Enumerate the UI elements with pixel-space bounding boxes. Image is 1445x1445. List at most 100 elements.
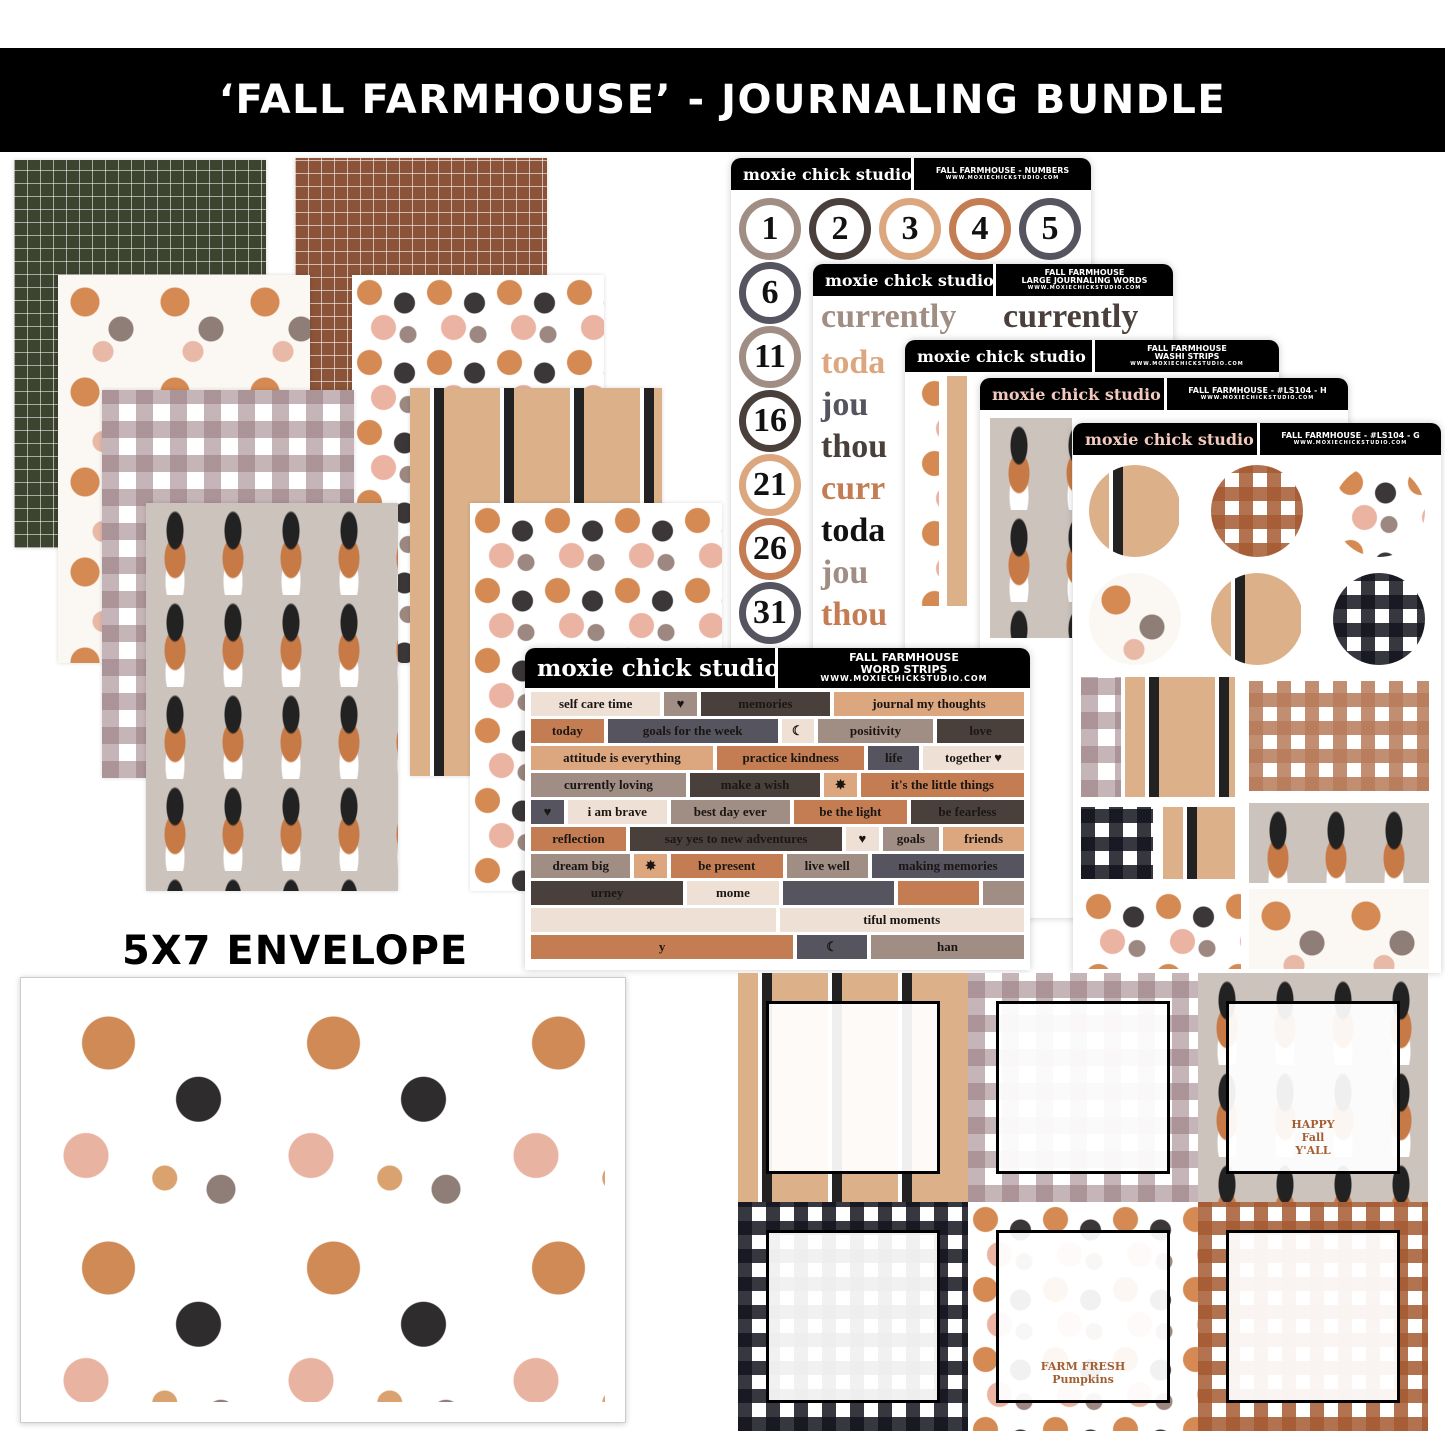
corner-sticker [1081,807,1153,879]
card-frame [766,1001,940,1174]
banner-stickers [1249,803,1429,883]
sheet-brand: moxie chick studio [525,648,780,688]
journal-card [738,973,968,1202]
sheet-website: WWW.MOXIECHICKSTUDIO.COM [1027,284,1142,291]
washi-tabs [1249,681,1429,791]
card-text: FARM FRESH Pumpkins [1040,1360,1126,1386]
sheet-subtitle: WASHI STRIPS [1154,352,1220,362]
large-word: jou [821,386,869,423]
word-strip: mome [687,881,779,905]
number-sticker: 26 [739,518,801,580]
word-strip [531,908,776,932]
flag-sticker [1081,677,1121,797]
washi-strip [917,376,939,606]
word-strip: tiful moments [779,908,1024,932]
envelope-pattern [41,998,605,1402]
sheet-title: FALL FARMHOUSE [1147,343,1227,353]
word-strip: ✸ [824,773,857,797]
word-strip [983,881,1024,905]
corner-sticker [1081,889,1241,969]
word-strip: i am brave [567,800,667,824]
word-strip: be fearless [910,800,1024,824]
large-word: toda [821,344,886,381]
circle-sticker [1089,465,1181,557]
number-sticker: 2 [809,198,871,260]
corner-sticker [1163,807,1235,879]
sheet-website: WWW.MOXIECHICKSTUDIO.COM [820,674,988,684]
word-strip [782,881,895,905]
sheet-brand: moxie chick studio [980,378,1164,410]
large-word: curr [821,470,886,507]
circle-sticker [1211,465,1303,557]
sheet-brand: moxie chick studio [905,340,1092,372]
word-strip: ♥ [664,692,697,716]
sticker-gnome [990,418,1072,638]
number-sticker: 4 [949,198,1011,260]
word-strip: han [871,935,1024,959]
sheet-website: WWW.MOXIECHICKSTUDIO.COM [1200,394,1315,401]
card-frame: FARM FRESH Pumpkins [996,1230,1170,1403]
word-strip: practice kindness [716,746,865,770]
word-strip: journal my thoughts [834,692,1024,716]
circle-sticker [1211,573,1303,665]
sheet-subtitle: LARGE JOURNALING WORDS [1021,276,1148,286]
word-strip: ☾ [797,935,868,959]
card-frame [766,1230,940,1403]
envelope-label: 5X7 ENVELOPE [122,928,469,974]
word-strip: best day ever [670,800,790,824]
sheet-ls104-g: moxie chick studio FALL FARMHOUSE - #LS10… [1073,423,1441,973]
large-word: currently [821,298,957,335]
title-banner: ‘FALL FARMHOUSE’ - JOURNALING BUNDLE [0,48,1445,152]
sheet-brand: moxie chick studio [1073,423,1257,455]
sheet-website: WWW.MOXIECHICKSTUDIO.COM [1130,360,1244,367]
banner-stickers [1249,889,1429,969]
number-sticker: 31 [739,582,801,644]
number-sticker: 11 [739,326,801,388]
card-text: HAPPY Fall Y'ALL [1291,1118,1335,1157]
sheet-website: WWW.MOXIECHICKSTUDIO.COM [945,174,1060,181]
word-strip: making memories [871,854,1024,878]
sheet-brand: moxie chick studio [813,264,994,296]
large-word: thou [821,428,888,465]
circle-sticker [1089,573,1181,665]
circle-sticker [1333,465,1425,557]
word-strip-row: y☾han [531,935,1024,959]
sheet-title: FALL FARMHOUSE [1044,267,1125,277]
number-sticker: 1 [739,198,801,260]
sheet-title: FALL FARMHOUSE - #LS104 - G [1281,431,1420,441]
sheet-website: WWW.MOXIECHICKSTUDIO.COM [1293,439,1408,446]
number-sticker: 16 [739,390,801,452]
large-word: toda [821,512,886,549]
journal-card [738,1202,968,1431]
bundle-title: ‘FALL FARMHOUSE’ - JOURNALING BUNDLE [218,77,1227,123]
word-strip: ✸ [634,854,667,878]
word-strip: life [868,746,919,770]
number-sticker: 3 [879,198,941,260]
word-strip: say yes to new adventures [630,827,843,851]
sheet-title: FALL FARMHOUSE [849,651,959,665]
word-strip: be the light [793,800,907,824]
large-word: jou [821,554,869,591]
word-strip: currently loving [531,773,686,797]
word-strip: ☾ [781,719,814,743]
word-strip: together ♥ [922,746,1024,770]
word-strip [898,881,980,905]
word-strip: make a wish [689,773,821,797]
card-frame [996,1001,1170,1174]
journal-card [1198,1202,1428,1431]
word-strip: today [531,719,604,743]
card-frame [1226,1230,1400,1403]
large-word: thou [821,596,888,633]
number-sticker: 6 [739,262,801,324]
envelope-5x7 [20,977,626,1423]
word-strip: reflection [531,827,626,851]
word-strip: be present [670,854,783,878]
flag-sticker [1125,677,1235,797]
